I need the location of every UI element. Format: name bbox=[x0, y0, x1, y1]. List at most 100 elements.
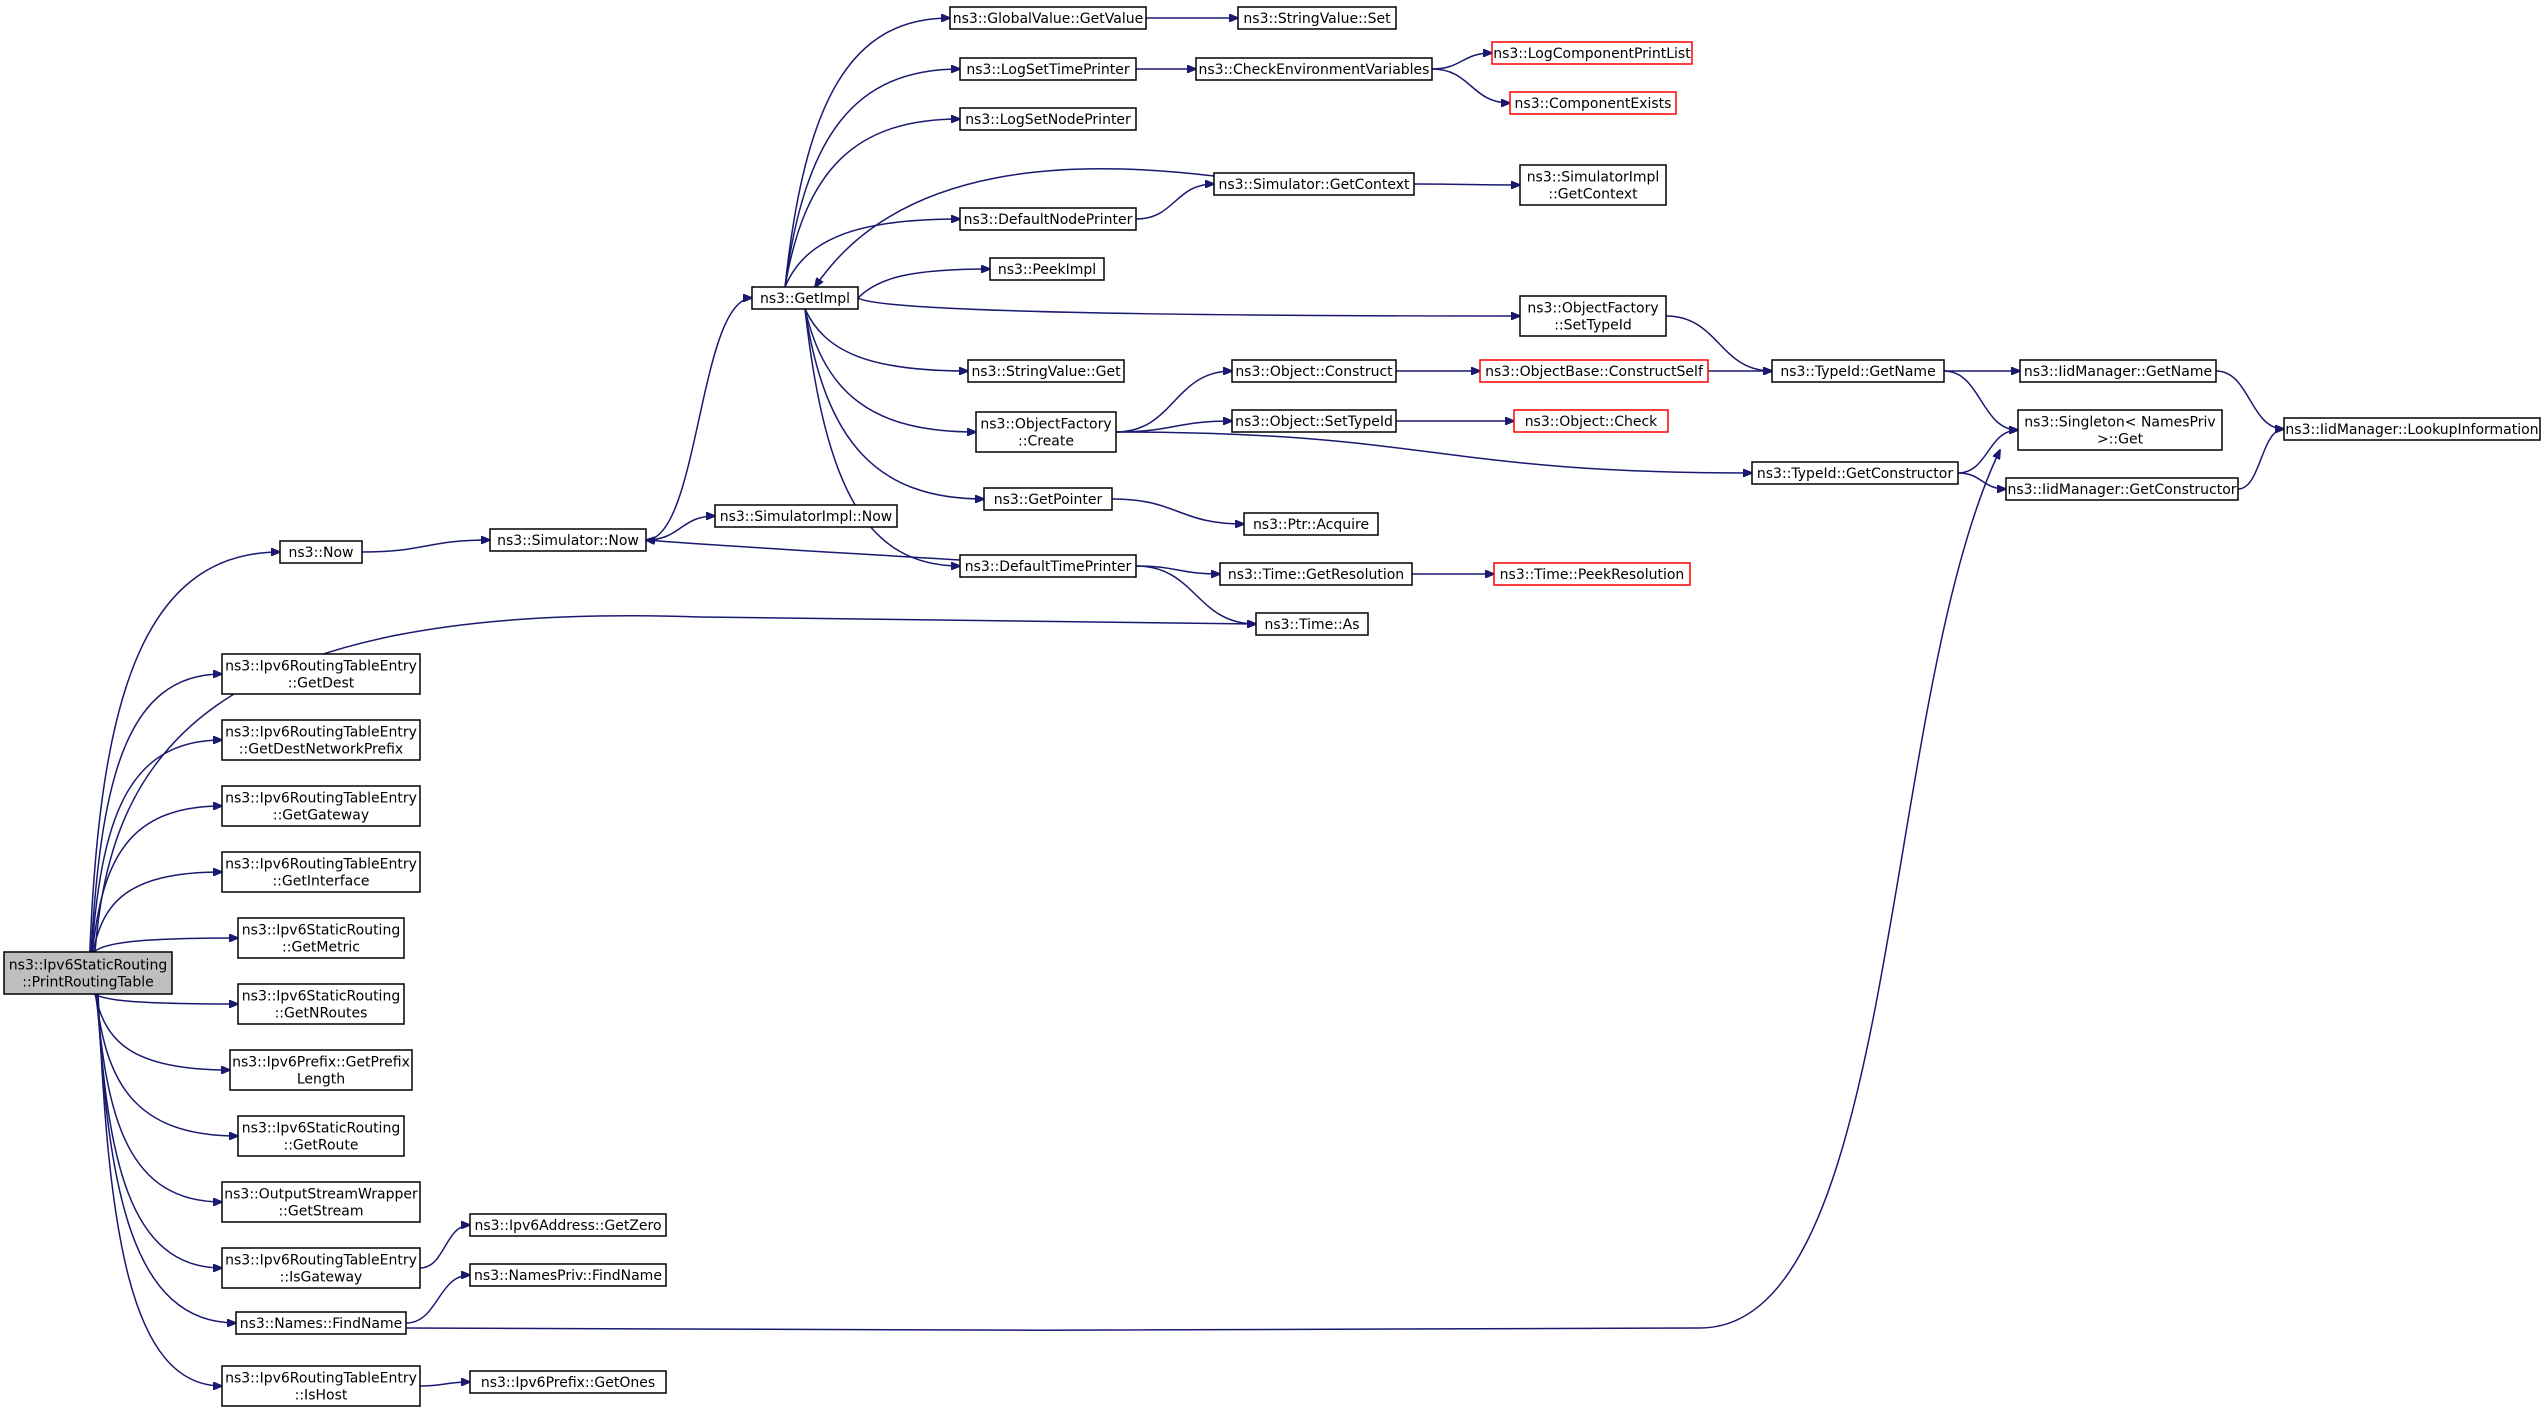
node-typegetname[interactable]: ns3::TypeId::GetName bbox=[1771, 359, 1945, 383]
node-npfind[interactable]: ns3::NamesPriv::FindName bbox=[469, 1263, 667, 1287]
call-edge-getimpl-to-gvget bbox=[784, 18, 950, 288]
node-ishost[interactable]: ns3::Ipv6RoutingTableEntry::IsHost bbox=[221, 1365, 421, 1407]
node-svset[interactable]: ns3::StringValue::Set bbox=[1237, 6, 1397, 30]
call-edge-root-to-timeas bbox=[94, 615, 1256, 953]
node-box bbox=[1509, 91, 1677, 115]
node-lognode[interactable]: ns3::LogSetNodePrinter bbox=[959, 107, 1137, 131]
call-edge-root-to-getgw bbox=[91, 806, 222, 953]
node-simnow[interactable]: ns3::Simulator::Now bbox=[489, 528, 647, 552]
node-gvget[interactable]: ns3::GlobalValue::GetValue bbox=[949, 6, 1147, 30]
node-getstream[interactable]: ns3::OutputStreamWrapper::GetStream bbox=[221, 1181, 421, 1223]
node-label: ns3::TypeId::GetName bbox=[1780, 364, 1935, 380]
call-edge-ishost-to-getones bbox=[419, 1382, 470, 1387]
call-edge-iidgetctor-to-iidlookup bbox=[2237, 429, 2284, 490]
node-compexists[interactable]: ns3::ComponentExists bbox=[1509, 91, 1677, 115]
node-box bbox=[221, 1181, 421, 1223]
call-edge-simctx-to-simimplctx bbox=[1413, 184, 1520, 185]
node-label: ns3::Ipv6Address::GetZero bbox=[474, 1218, 661, 1234]
node-getnroutes[interactable]: ns3::Ipv6StaticRouting::GetNRoutes bbox=[237, 983, 405, 1025]
node-box bbox=[1219, 562, 1413, 586]
node-label: ns3::LogSetTimePrinter bbox=[966, 62, 1130, 78]
node-label: ns3::OutputStreamWrapper bbox=[224, 1187, 418, 1203]
call-edge-root-to-now bbox=[89, 552, 280, 953]
node-box bbox=[1195, 57, 1433, 81]
node-box bbox=[959, 554, 1137, 578]
node-label: ::PrintRoutingTable bbox=[22, 975, 154, 991]
call-edge-simctx-to-getimpl bbox=[815, 167, 1215, 287]
node-box bbox=[3, 951, 173, 995]
node-logcomp[interactable]: ns3::LogComponentPrintList bbox=[1491, 41, 1693, 65]
call-edge-root-to-getdest bbox=[90, 674, 222, 953]
node-objsettype[interactable]: ns3::Object::SetTypeId bbox=[1231, 409, 1397, 433]
node-box bbox=[221, 1247, 421, 1289]
node-defnode[interactable]: ns3::DefaultNodePrinter bbox=[959, 207, 1137, 231]
node-label: ::IsGateway bbox=[280, 1270, 363, 1286]
node-box bbox=[983, 487, 1113, 511]
node-iidgetname[interactable]: ns3::IidManager::GetName bbox=[2019, 359, 2217, 383]
node-label: ns3::GlobalValue::GetValue bbox=[953, 11, 1143, 27]
node-getzero[interactable]: ns3::Ipv6Address::GetZero bbox=[469, 1213, 667, 1237]
node-typegetctor[interactable]: ns3::TypeId::GetConstructor bbox=[1751, 461, 1959, 485]
node-getroute[interactable]: ns3::Ipv6StaticRouting::GetRoute bbox=[237, 1115, 405, 1157]
node-label: ns3::Ipv6Prefix::GetPrefix bbox=[232, 1055, 410, 1071]
node-getdestnp[interactable]: ns3::Ipv6RoutingTableEntry::GetDestNetwo… bbox=[221, 719, 421, 761]
node-timeas[interactable]: ns3::Time::As bbox=[1255, 612, 1369, 636]
node-simimplnow[interactable]: ns3::SimulatorImpl::Now bbox=[714, 504, 898, 528]
node-label: ns3::Ptr::Acquire bbox=[1253, 517, 1369, 533]
call-edge-typegetname-to-singleton bbox=[1943, 370, 2018, 430]
node-iidlookup[interactable]: ns3::IidManager::LookupInformation bbox=[2283, 417, 2541, 441]
node-singleton[interactable]: ns3::Singleton< NamesPriv >::Get bbox=[2017, 409, 2223, 451]
node-box bbox=[221, 851, 421, 893]
call-edge-iidgetname-to-iidlookup bbox=[2215, 370, 2284, 429]
node-label: ns3::Object::SetTypeId bbox=[1235, 414, 1393, 430]
node-isgw[interactable]: ns3::Ipv6RoutingTableEntry::IsGateway bbox=[221, 1247, 421, 1289]
node-timeres[interactable]: ns3::Time::GetResolution bbox=[1219, 562, 1413, 586]
node-getpointer[interactable]: ns3::GetPointer bbox=[983, 487, 1113, 511]
call-edge-root-to-getnroutes bbox=[93, 993, 238, 1004]
node-label: ns3::Object::Check bbox=[1525, 414, 1658, 430]
node-getdest[interactable]: ns3::Ipv6RoutingTableEntry::GetDest bbox=[221, 653, 421, 695]
node-box bbox=[469, 1370, 667, 1394]
node-objconstruct[interactable]: ns3::Object::Construct bbox=[1231, 359, 1397, 383]
call-edge-root-to-getmetric bbox=[93, 938, 238, 953]
node-label: ::GetDest bbox=[288, 676, 355, 692]
call-edge-namesfind-to-singleton bbox=[405, 450, 2000, 1332]
node-timepeek[interactable]: ns3::Time::PeekResolution bbox=[1493, 562, 1691, 586]
node-now[interactable]: ns3::Now bbox=[279, 540, 363, 564]
node-getones[interactable]: ns3::Ipv6Prefix::GetOnes bbox=[469, 1370, 667, 1394]
node-label: ns3::TypeId::GetConstructor bbox=[1757, 466, 1953, 482]
node-objcheck[interactable]: ns3::Object::Check bbox=[1513, 409, 1669, 433]
node-peekimpl[interactable]: ns3::PeekImpl bbox=[989, 257, 1105, 281]
node-label: ::GetContext bbox=[1548, 187, 1638, 203]
node-namesfind[interactable]: ns3::Names::FindName bbox=[235, 1311, 407, 1335]
node-logtime[interactable]: ns3::LogSetTimePrinter bbox=[959, 57, 1137, 81]
node-label: ns3::PeekImpl bbox=[998, 262, 1096, 278]
node-getgw[interactable]: ns3::Ipv6RoutingTableEntry::GetGateway bbox=[221, 785, 421, 827]
call-edge-getimpl-to-getpointer bbox=[804, 308, 984, 499]
node-ofcreate[interactable]: ns3::ObjectFactory::Create bbox=[975, 411, 1117, 453]
node-box bbox=[221, 785, 421, 827]
call-edge-root-to-isgw bbox=[96, 993, 222, 1268]
node-getimpl[interactable]: ns3::GetImpl bbox=[751, 286, 859, 310]
node-box bbox=[1519, 164, 1667, 206]
node-ofsettype[interactable]: ns3::ObjectFactory::SetTypeId bbox=[1519, 295, 1667, 337]
node-ptracquire[interactable]: ns3::Ptr::Acquire bbox=[1243, 512, 1379, 536]
node-label: Length bbox=[297, 1072, 345, 1088]
node-box bbox=[221, 653, 421, 695]
node-getif[interactable]: ns3::Ipv6RoutingTableEntry::GetInterface bbox=[221, 851, 421, 893]
node-label: ns3::SimulatorImpl bbox=[1527, 170, 1660, 186]
node-getmetric[interactable]: ns3::Ipv6StaticRouting::GetMetric bbox=[237, 917, 405, 959]
node-label: ns3::SimulatorImpl::Now bbox=[720, 509, 893, 525]
node-objbase[interactable]: ns3::ObjectBase::ConstructSelf bbox=[1479, 359, 1709, 383]
node-iidgetctor[interactable]: ns3::IidManager::GetConstructor bbox=[2005, 477, 2239, 501]
node-svget[interactable]: ns3::StringValue::Get bbox=[967, 359, 1125, 383]
node-deftime[interactable]: ns3::DefaultTimePrinter bbox=[959, 554, 1137, 578]
node-label: ::SetTypeId bbox=[1554, 318, 1632, 334]
node-simimplctx[interactable]: ns3::SimulatorImpl::GetContext bbox=[1519, 164, 1667, 206]
node-checkenv[interactable]: ns3::CheckEnvironmentVariables bbox=[1195, 57, 1433, 81]
node-label: ns3::IidManager::GetName bbox=[2024, 364, 2212, 380]
node-simctx[interactable]: ns3::Simulator::GetContext bbox=[1213, 172, 1415, 196]
node-label: ns3::Simulator::Now bbox=[497, 533, 639, 549]
call-edge-namesfind-to-npfind bbox=[405, 1275, 470, 1324]
